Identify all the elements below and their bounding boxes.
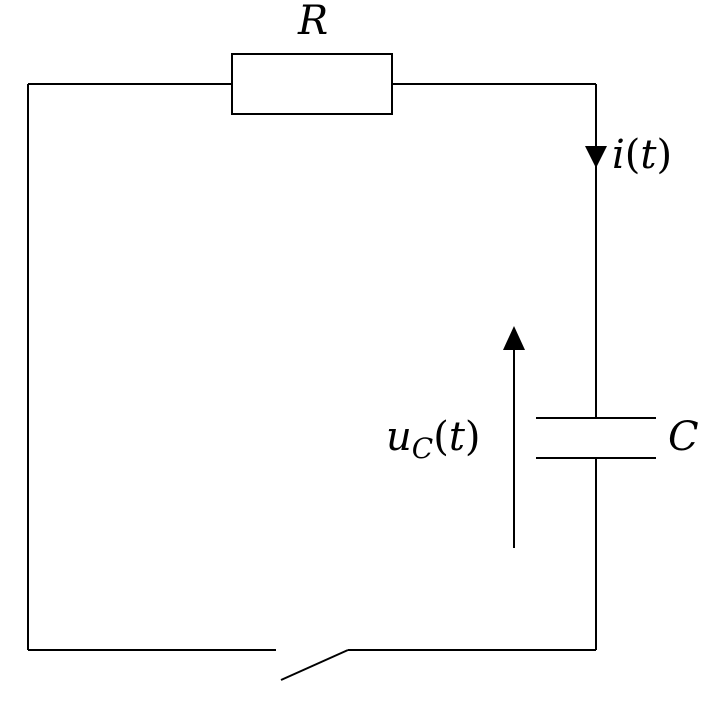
voltage-arrow-head (503, 326, 525, 350)
resistor-body (231, 53, 393, 115)
switch-blade (280, 649, 349, 681)
capacitor-label: C (668, 414, 699, 460)
voltage-label: uC(t) (386, 414, 481, 465)
resistor-label: R (297, 0, 328, 44)
current-label: i(t) (612, 132, 672, 178)
current-arrow (585, 146, 607, 168)
